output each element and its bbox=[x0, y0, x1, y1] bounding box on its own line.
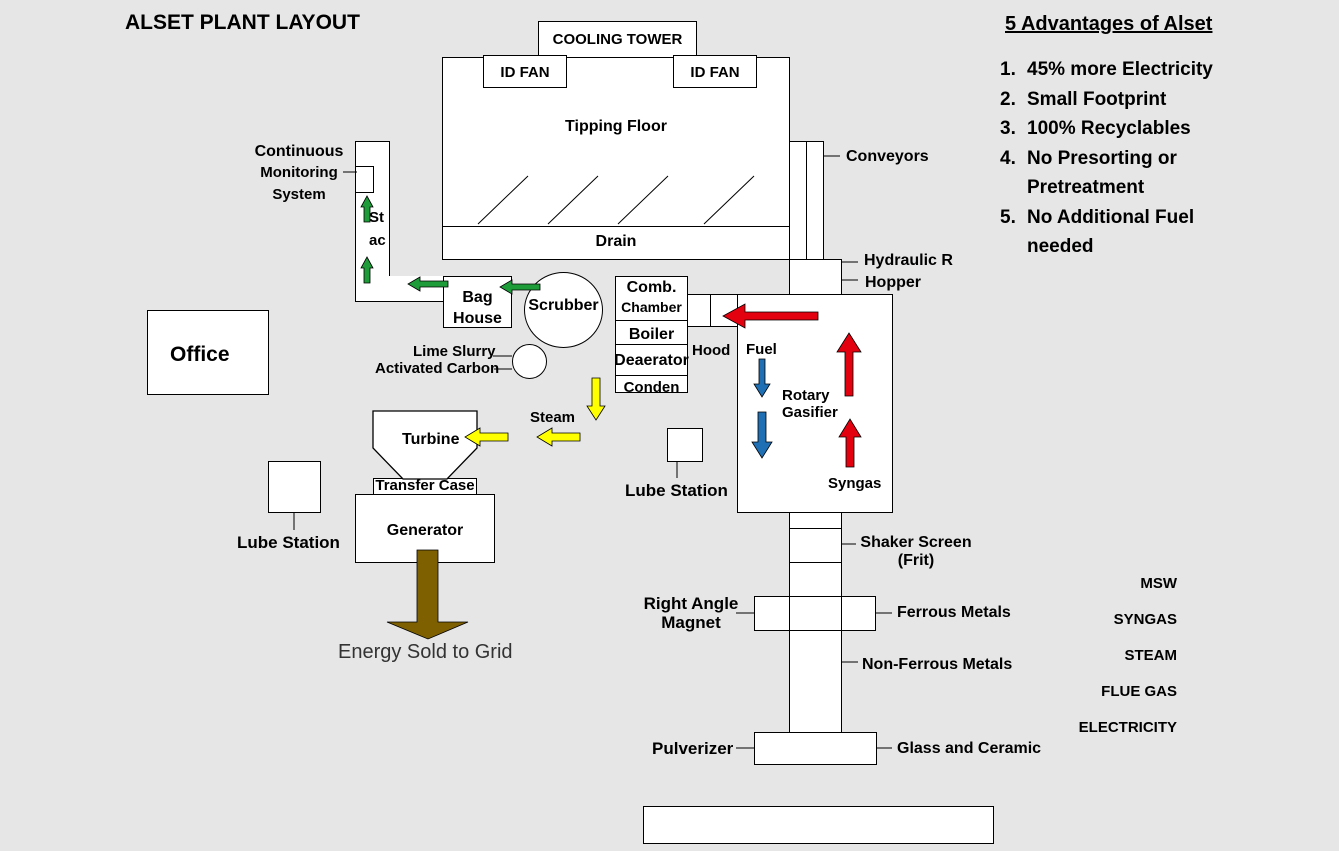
bag-house: Bag House bbox=[443, 276, 512, 328]
divider bbox=[710, 294, 711, 327]
lube-station-left-label: Lube Station bbox=[237, 533, 340, 552]
condenser-label: Conden bbox=[623, 379, 680, 396]
floor-slash bbox=[477, 175, 529, 225]
shaker-label-1: Shaker Screen bbox=[860, 534, 972, 551]
rotary-label: Rotary bbox=[782, 387, 830, 404]
divider bbox=[615, 320, 688, 321]
advantages-list: 1.45% more Electricity 2.Small Footprint… bbox=[1000, 55, 1260, 262]
floor-slash bbox=[547, 175, 599, 225]
pulverizer-label: Pulverizer bbox=[652, 739, 734, 758]
advantages-heading: 5 Advantages of Alset bbox=[1005, 13, 1213, 35]
fuel-arrow bbox=[751, 411, 773, 459]
steam-label: Steam bbox=[530, 409, 576, 426]
generator: Generator bbox=[355, 494, 495, 563]
page-title: ALSET PLANT LAYOUT bbox=[125, 11, 360, 34]
comb-chamber-label-2: Chamber bbox=[621, 299, 682, 315]
flue-gas-arrow bbox=[360, 195, 374, 223]
divider bbox=[615, 344, 688, 345]
ferrous-label: Ferrous Metals bbox=[897, 604, 1011, 621]
boiler-label: Boiler bbox=[628, 326, 675, 343]
advantage-item: 2.Small Footprint bbox=[1000, 88, 1167, 110]
cms-label-2: Monitoring bbox=[260, 164, 338, 181]
output-bin bbox=[643, 806, 994, 844]
divider bbox=[615, 375, 688, 376]
conveyors-label: Conveyors bbox=[846, 148, 929, 165]
steam-arrow bbox=[586, 377, 606, 421]
scrubber: Scrubber bbox=[524, 272, 603, 348]
cms-label-3: System bbox=[272, 186, 326, 203]
syngas-label: Syngas bbox=[828, 475, 882, 492]
magnet-label-1: Right Angle bbox=[643, 594, 739, 613]
magnet-label-2: Magnet bbox=[661, 613, 721, 632]
deaerator-label: Deaerator bbox=[614, 352, 689, 369]
magnet-core bbox=[789, 596, 842, 631]
boiler-stack bbox=[615, 276, 688, 393]
energy-sold-label: Energy Sold to Grid bbox=[338, 641, 513, 663]
flue-gas-arrow bbox=[360, 256, 374, 284]
legend-electricity: ELECTRICITY bbox=[1078, 719, 1177, 736]
lime-slurry-tank bbox=[512, 344, 547, 379]
pulverizer bbox=[754, 732, 877, 765]
legend-msw: MSW bbox=[1140, 575, 1177, 592]
office: Office bbox=[147, 310, 269, 395]
shaker-screen bbox=[789, 528, 842, 563]
fuel-label: Fuel bbox=[746, 341, 777, 358]
lube-station-mid bbox=[667, 428, 703, 462]
legend-syngas: SYNGAS bbox=[1113, 611, 1177, 628]
lime-slurry-label: Lime Slurry bbox=[413, 343, 496, 360]
cms-sensor bbox=[355, 166, 374, 193]
id-fan-left: ID FAN bbox=[483, 55, 567, 88]
legend-steam: STEAM bbox=[1124, 647, 1178, 664]
id-fan-right: ID FAN bbox=[673, 55, 757, 88]
syngas-arrow bbox=[838, 418, 862, 468]
non-ferrous-label: Non-Ferrous Metals bbox=[862, 656, 1013, 673]
flue-gas-arrow bbox=[407, 276, 449, 292]
floor-slash bbox=[617, 175, 669, 225]
transfer-case-label: Transfer Case bbox=[375, 477, 475, 494]
cooling-tower: COOLING TOWER bbox=[538, 21, 697, 58]
hydraulic-label: Hydraulic R bbox=[864, 252, 953, 269]
rotary-gasifier bbox=[737, 294, 893, 513]
advantage-item: 1.45% more Electricity bbox=[1000, 59, 1213, 80]
activated-carbon-label: Activated Carbon bbox=[375, 360, 500, 377]
drain: Drain bbox=[442, 226, 790, 260]
syngas-arrow bbox=[836, 332, 862, 397]
lube-station-left bbox=[268, 461, 321, 513]
syngas-arrow bbox=[722, 303, 819, 329]
turbine-label: Turbine bbox=[402, 431, 460, 448]
glass-label: Glass and Ceramic bbox=[897, 740, 1042, 757]
steam-arrow bbox=[464, 427, 509, 447]
advantage-item: 3.100% Recyclables bbox=[1000, 118, 1191, 139]
fuel-arrow bbox=[753, 358, 771, 398]
steam-arrow bbox=[536, 427, 581, 447]
flue-gas-arrow bbox=[499, 279, 541, 295]
hood-label: Hood bbox=[692, 342, 731, 359]
lube-station-mid-label: Lube Station bbox=[625, 481, 728, 500]
advantage-item: 4.No Presorting or Pretreatment bbox=[1000, 147, 1177, 199]
electricity-arrow bbox=[386, 549, 469, 640]
cms-label-1: Continuous bbox=[254, 143, 344, 160]
legend-flue-gas: FLUE GAS bbox=[1101, 683, 1177, 700]
turbine bbox=[372, 410, 478, 480]
shaker-label-2: (Frit) bbox=[897, 552, 935, 569]
hopper-label: Hopper bbox=[865, 274, 921, 291]
gasifier-label: Gasifier bbox=[782, 404, 838, 421]
hopper bbox=[789, 259, 842, 295]
floor-slash bbox=[703, 175, 755, 225]
comb-chamber-label: Comb. bbox=[626, 279, 677, 296]
advantage-item: 5.No Additional Fuel needed bbox=[1000, 206, 1195, 258]
